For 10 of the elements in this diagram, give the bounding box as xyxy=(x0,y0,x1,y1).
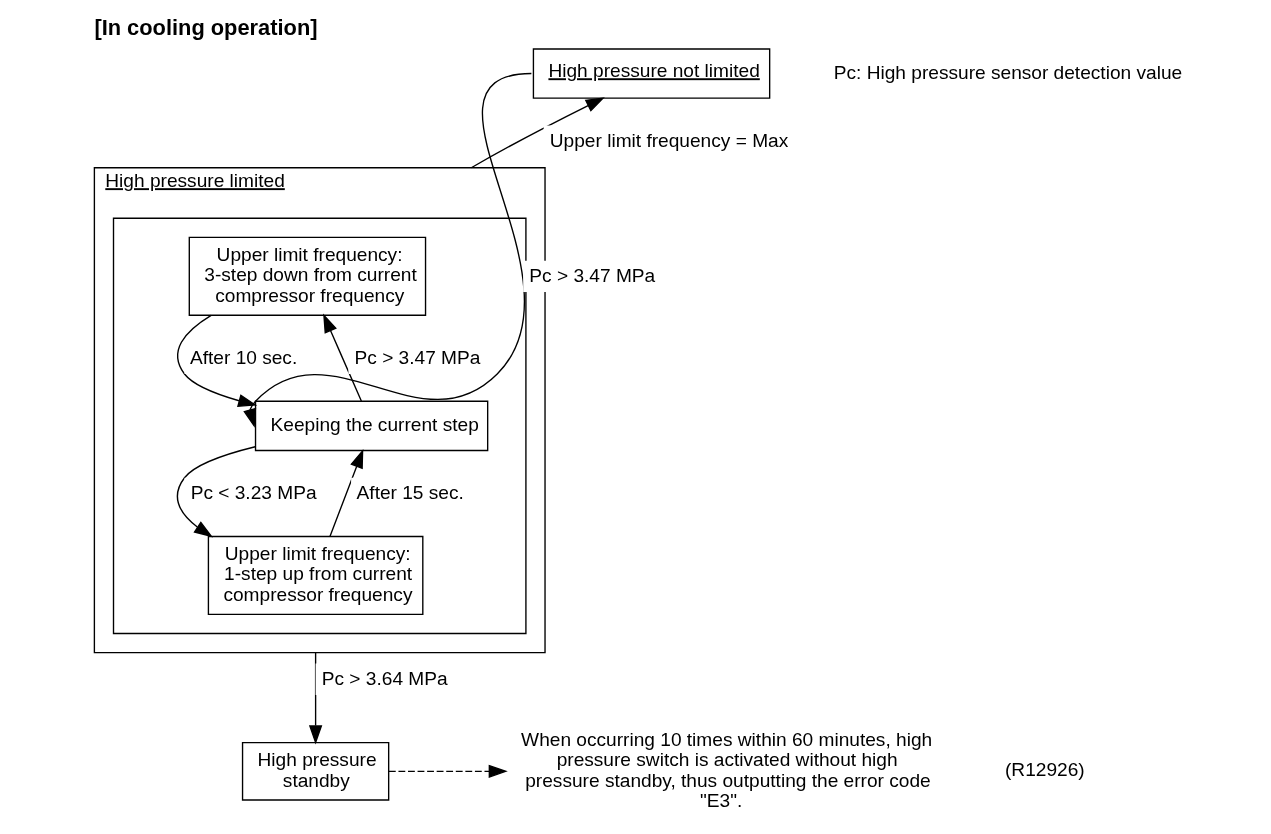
edge-label: Pc > 3.64 MPa xyxy=(321,667,448,689)
edge-label: After 15 sec. xyxy=(356,482,464,504)
edge-label: Pc < 3.23 MPa xyxy=(190,482,317,504)
edge-label: After 10 sec. xyxy=(189,347,298,369)
edge-label: Pc > 3.47 MPa xyxy=(354,347,481,369)
label: Pc: High pressure sensor detection value xyxy=(833,61,1183,83)
label: (R12926) xyxy=(1005,759,1085,781)
diagram-title: [In cooling operation] xyxy=(94,15,318,41)
edge-label: Upper limit frequency = Max xyxy=(549,129,789,151)
node-text: When occurring 10 times within 60 minutes, high pressure switch is activated without high pressure standby, thus outputting the error code "E3". xyxy=(521,728,933,812)
